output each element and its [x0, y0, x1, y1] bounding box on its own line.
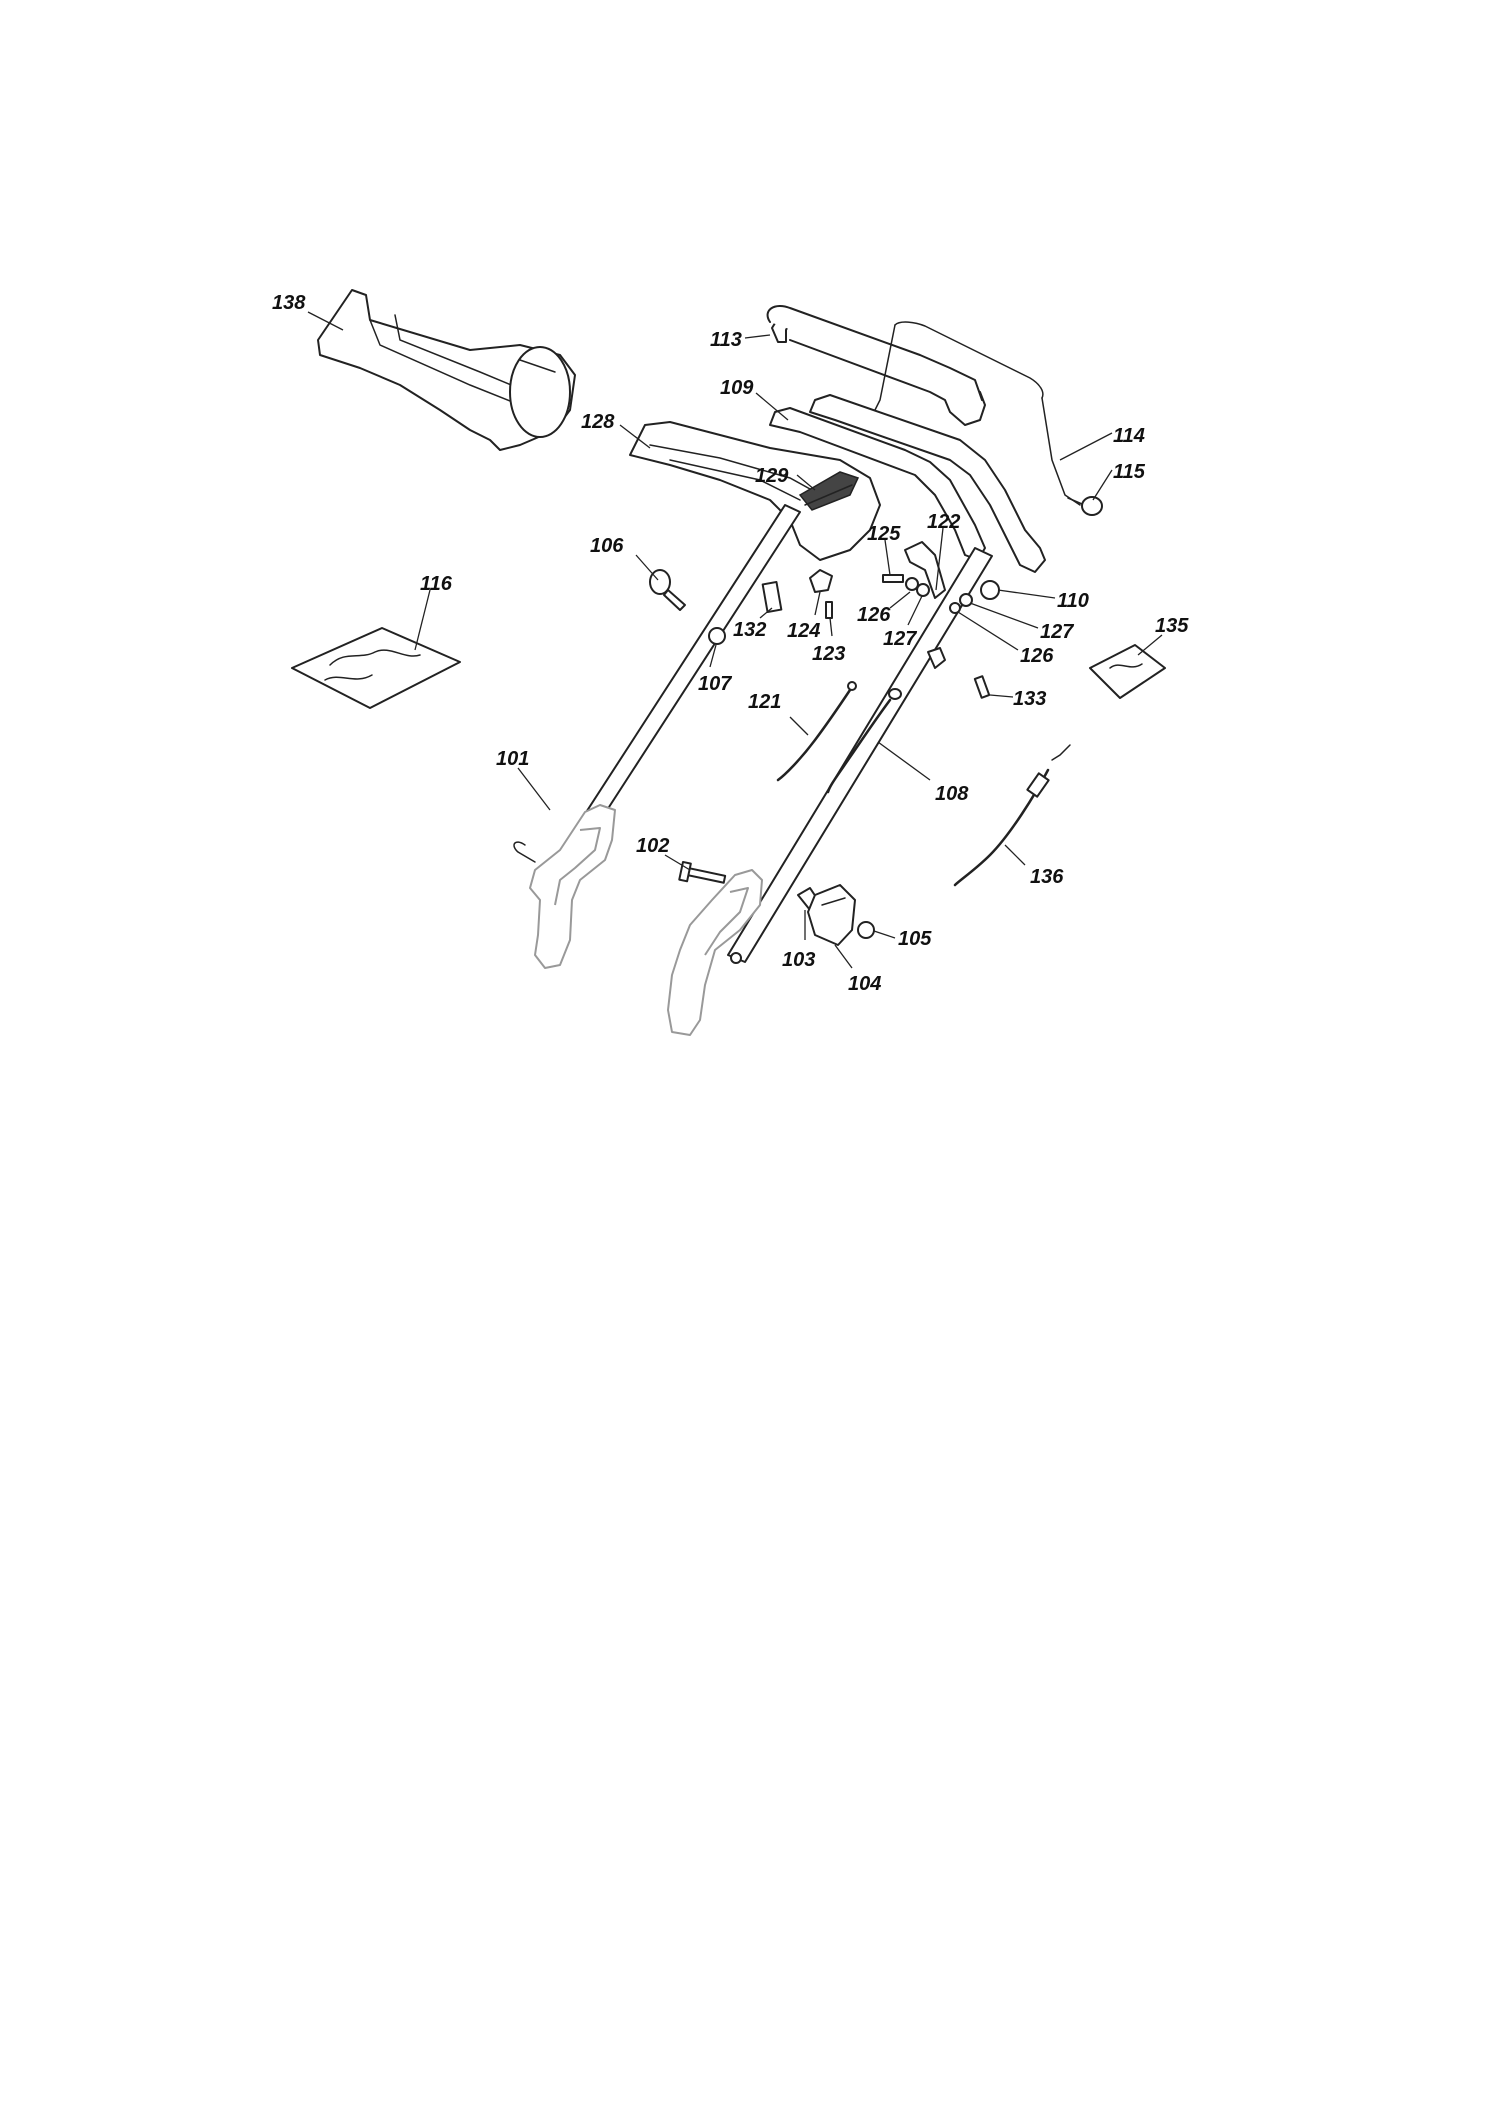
part-116-hardware-bag: [291, 627, 461, 709]
part-121-cable: [776, 681, 857, 782]
part-109-upper-frame: [769, 394, 1046, 573]
callout-138: 138: [272, 292, 306, 314]
part-104-clamp-knob: [807, 884, 856, 946]
part-135-small-bag: [1089, 644, 1166, 699]
part-136-cable: [953, 744, 1071, 887]
callout-123: 123: [812, 643, 845, 665]
callout-116: 116: [420, 573, 453, 595]
callout-124: 124: [787, 620, 820, 642]
part-132-screw: [761, 580, 783, 614]
callout-130: 128: [581, 411, 615, 433]
left-bracket: [529, 804, 616, 969]
part-123-screw: [825, 601, 833, 619]
callout-107: 107: [698, 673, 732, 695]
callout-104: 104: [848, 973, 881, 995]
part-113-upper-handle: [766, 304, 986, 426]
callout-135: 135: [1155, 615, 1189, 637]
callout-102: 102: [636, 835, 669, 857]
part-131-lever: [798, 471, 860, 511]
part-129-nut: [959, 593, 973, 607]
part-126-washer: [905, 577, 919, 591]
callout-128: 126: [1020, 645, 1054, 667]
part-110-knob: [980, 580, 1000, 600]
callout-133: 133: [1013, 688, 1046, 710]
part-107-nut: [708, 627, 726, 645]
part-127-washer: [916, 583, 930, 597]
part-106-knob: [649, 569, 686, 611]
callout-132: 132: [733, 619, 766, 641]
callout-131: 129: [755, 465, 789, 487]
callout-113: 113: [710, 329, 742, 351]
callout-106: 106: [590, 535, 624, 557]
part-138-handle-cover: [317, 289, 576, 451]
part-128-nut: [949, 602, 961, 614]
callout-114: 114: [1113, 425, 1145, 447]
callout-108: 108: [935, 783, 969, 805]
callout-labels: 138 113 109 114 115 128 129 106 116 125 …: [272, 292, 1189, 995]
part-105-nut: [857, 921, 875, 939]
callout-122: 122: [927, 511, 960, 533]
callout-105: 105: [898, 928, 932, 950]
callout-126: 126: [857, 604, 891, 626]
part-124-clip: [809, 569, 833, 593]
callout-136: 136: [1030, 866, 1064, 888]
part-108-cable: [826, 688, 902, 794]
part-101-left-lower-tube: [513, 504, 801, 876]
part-125-bolt: [882, 574, 904, 583]
callout-109: 109: [720, 377, 754, 399]
leader-lines: [307, 311, 1163, 969]
part-102-bolt: [678, 861, 727, 884]
callout-129: 127: [1040, 621, 1074, 643]
part-108-right-lower-tube: [727, 547, 993, 964]
callout-127: 127: [883, 628, 917, 650]
callout-101: 101: [496, 748, 529, 770]
callout-110: 110: [1057, 590, 1089, 612]
callout-115: 115: [1113, 461, 1146, 483]
callout-125: 125: [867, 523, 901, 545]
small-clip-right: [927, 647, 946, 669]
callout-121: 121: [748, 691, 781, 713]
part-122-lever: [904, 541, 946, 599]
part-133-screw: [973, 675, 991, 699]
right-bracket: [667, 869, 763, 1036]
part-115-knob: [1067, 496, 1103, 516]
callout-103: 103: [782, 949, 815, 971]
